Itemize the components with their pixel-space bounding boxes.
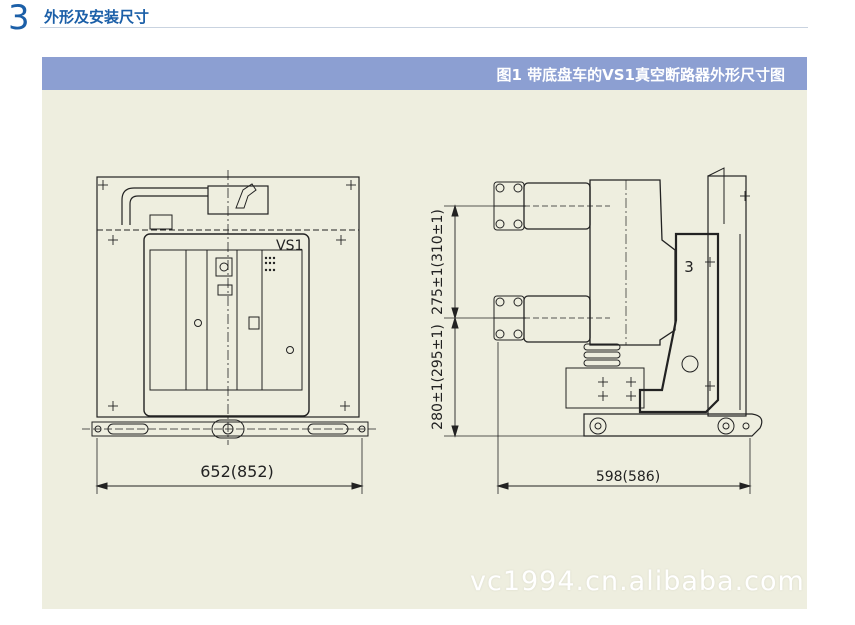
side-pin-icon — [742, 422, 750, 430]
top-arm — [121, 187, 208, 225]
depth-arrow-right — [739, 482, 752, 490]
upper-terminal — [493, 181, 526, 231]
chassis-wheel-icon — [222, 423, 234, 435]
top-arm-inner — [129, 195, 208, 225]
callout-number: 3 — [684, 258, 694, 276]
pole-column — [589, 179, 676, 346]
lower-insulator — [523, 295, 591, 343]
height-arrow-bottom — [451, 425, 459, 438]
upper-height-dim-label: 275±1(310±1) — [430, 209, 446, 315]
side-chassis — [583, 413, 763, 437]
width-dim-label: 652(852) — [200, 462, 274, 481]
arm-bracket — [149, 214, 173, 230]
height-arrow-mid-up — [451, 307, 459, 320]
side-hole-icon — [681, 355, 699, 373]
figure-panel: 图1 带底盘车的VS1真空断路器外形尺寸图 — [42, 57, 807, 609]
operating-box — [207, 185, 269, 215]
side-wheel-front-icon — [589, 417, 607, 435]
chassis-pin-right-icon — [358, 425, 366, 433]
operating-mechanism-outline — [638, 232, 720, 414]
front-view — [82, 170, 376, 494]
figure-caption: 图1 带底盘车的VS1真空断路器外形尺寸图 — [496, 66, 785, 84]
breaker-body — [143, 233, 310, 417]
chassis-pin-left-icon — [94, 425, 102, 433]
switch-box — [217, 284, 233, 296]
section-title: 外形及安装尺寸 — [44, 8, 150, 26]
front-mount-marks — [98, 180, 356, 411]
height-arrow-top — [451, 204, 459, 217]
lower-terminal — [493, 295, 526, 341]
model-label: VS1 — [276, 238, 303, 254]
breaker-panel — [149, 249, 303, 391]
indicator-dial-icon — [219, 262, 229, 272]
side-wheel-rear-icon — [717, 417, 735, 435]
indicator-window — [215, 257, 233, 277]
section-divider — [40, 27, 808, 28]
side-wheel-front-hub-icon — [594, 422, 602, 430]
watermark: vc1994.cn.alibaba.com — [470, 566, 805, 597]
chassis-wheel-housing — [211, 419, 245, 439]
width-arrow-right — [351, 482, 364, 490]
panel-knob-icon — [286, 346, 294, 354]
rear-bracket — [707, 167, 725, 224]
height-arrow-mid-down — [451, 316, 459, 329]
width-arrow-left — [95, 482, 108, 490]
depth-arrow-left — [496, 482, 509, 490]
base-block — [565, 367, 645, 409]
lower-height-dim-label: 280±1(295±1) — [430, 324, 446, 430]
operating-handle-icon — [235, 183, 257, 209]
rear-panel — [707, 175, 747, 417]
panel-switch-right — [248, 316, 260, 330]
chassis-slot-right — [307, 423, 349, 435]
side-view — [444, 167, 763, 494]
counter-dots — [264, 256, 276, 272]
base-bolt-marks — [598, 191, 750, 401]
depth-dim-label: 598(586) — [596, 469, 660, 485]
panel-knob-left-icon — [194, 319, 202, 327]
bellows — [583, 343, 621, 367]
figure-caption-bar: 图1 带底盘车的VS1真空断路器外形尺寸图 — [42, 57, 807, 90]
side-wheel-rear-hub-icon — [722, 422, 730, 430]
section-number: 3 — [8, 0, 30, 38]
chassis-slot-left — [107, 423, 149, 435]
